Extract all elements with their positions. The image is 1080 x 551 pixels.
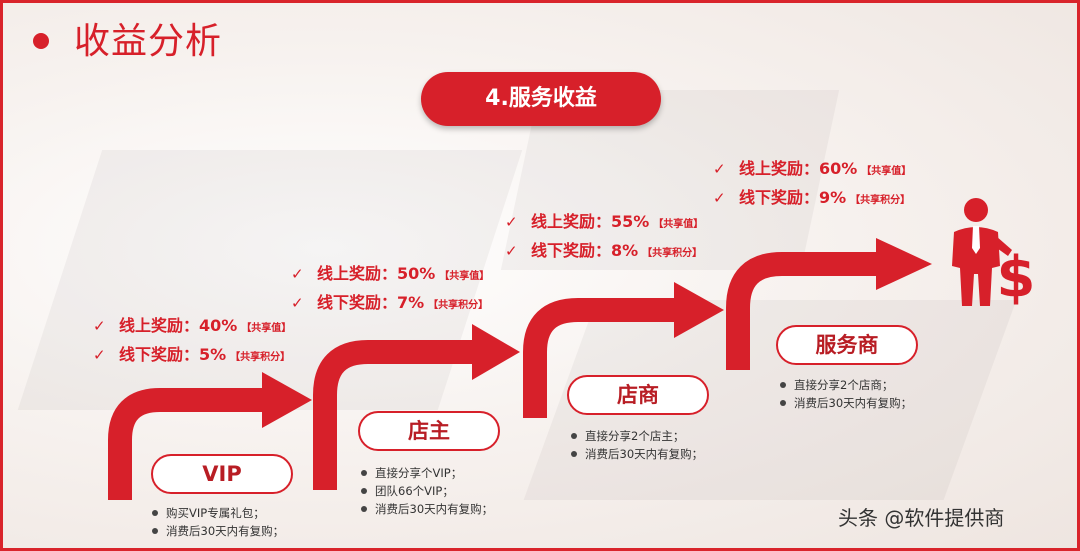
requirement-item: 消费后30天内有复购； bbox=[375, 502, 494, 516]
arrow-head-provider bbox=[876, 238, 932, 290]
online-reward: 线上奖励：50% bbox=[317, 264, 436, 283]
arrow-shopkeeper bbox=[313, 340, 478, 490]
arrow-head-vip bbox=[262, 372, 312, 428]
bullet-icon bbox=[361, 470, 367, 476]
offline-reward-note: 【共享积分】 bbox=[642, 248, 703, 259]
bullet-icon bbox=[780, 400, 786, 406]
requirement-item: 购买VIP专属礼包； bbox=[166, 506, 265, 520]
requirement-item: 消费后30天内有复购； bbox=[794, 396, 913, 410]
arrow-head-store bbox=[674, 282, 724, 338]
check-icon: ✓ bbox=[713, 160, 726, 178]
stage-label-vip: VIP bbox=[151, 454, 293, 494]
bullet-icon bbox=[361, 506, 367, 512]
page-title: 收益分析 bbox=[74, 21, 223, 62]
online-reward-note: 【共享值】 bbox=[439, 271, 490, 282]
check-icon: ✓ bbox=[93, 346, 106, 364]
title-bullet bbox=[33, 33, 49, 49]
stage-label-provider: 服务商 bbox=[776, 325, 918, 365]
online-reward-note: 【共享值】 bbox=[653, 219, 704, 230]
arrow-head-shopkeeper bbox=[472, 324, 520, 380]
online-reward-note: 【共享值】 bbox=[241, 323, 292, 334]
section-label: 4.服务收益 bbox=[421, 72, 661, 126]
bullet-icon bbox=[571, 451, 577, 457]
watermark: 头条 @软件提供商 bbox=[838, 506, 1005, 530]
offline-reward-note: 【共享积分】 bbox=[428, 300, 489, 311]
offline-reward: 线下奖励：5% bbox=[119, 345, 227, 364]
check-icon: ✓ bbox=[505, 242, 518, 260]
online-reward-note: 【共享值】 bbox=[861, 166, 912, 177]
bullet-icon bbox=[571, 433, 577, 439]
requirement-item: 消费后30天内有复购； bbox=[585, 447, 704, 461]
requirement-item: 直接分享2个店主； bbox=[585, 429, 685, 443]
bullet-icon bbox=[152, 510, 158, 516]
offline-reward: 线下奖励：9% bbox=[739, 188, 847, 207]
bullet-icon bbox=[780, 382, 786, 388]
dollar-icon: $ bbox=[997, 245, 1036, 310]
reward-block-vip: ✓ 线上奖励：40%【共享值】 ✓ 线下奖励：5%【共享积分】 bbox=[93, 313, 291, 371]
requirement-item: 消费后30天内有复购； bbox=[166, 524, 285, 538]
offline-reward-note: 【共享积分】 bbox=[850, 195, 911, 206]
requirements-shopkeeper: 直接分享个VIP； 团队66个VIP； 消费后30天内有复购； bbox=[361, 464, 493, 518]
arrow-vip bbox=[108, 388, 268, 500]
bullet-icon bbox=[152, 528, 158, 534]
reward-block-provider: ✓ 线上奖励：60%【共享值】 ✓ 线下奖励：9%【共享积分】 bbox=[713, 156, 911, 214]
businessman-icon: $ bbox=[946, 196, 1036, 315]
check-icon: ✓ bbox=[291, 265, 304, 283]
requirements-store: 直接分享2个店主； 消费后30天内有复购； bbox=[571, 427, 703, 463]
offline-reward-note: 【共享积分】 bbox=[230, 352, 291, 363]
bullet-icon bbox=[361, 488, 367, 494]
stage-label-shopkeeper: 店主 bbox=[358, 411, 500, 451]
offline-reward: 线下奖励：7% bbox=[317, 293, 425, 312]
arrow-provider bbox=[726, 252, 882, 370]
check-icon: ✓ bbox=[505, 213, 518, 231]
offline-reward: 线下奖励：8% bbox=[531, 241, 639, 260]
requirements-provider: 直接分享2个店商； 消费后30天内有复购； bbox=[780, 376, 912, 412]
requirements-vip: 购买VIP专属礼包； 消费后30天内有复购； bbox=[152, 504, 284, 540]
check-icon: ✓ bbox=[713, 189, 726, 207]
arrow-store bbox=[523, 298, 680, 418]
online-reward: 线上奖励：40% bbox=[119, 316, 238, 335]
stage-label-store: 店商 bbox=[567, 375, 709, 415]
requirement-item: 直接分享个VIP； bbox=[375, 466, 463, 480]
requirement-item: 团队66个VIP； bbox=[375, 484, 454, 498]
reward-block-shopkeeper: ✓ 线上奖励：50%【共享值】 ✓ 线下奖励：7%【共享积分】 bbox=[291, 261, 489, 319]
check-icon: ✓ bbox=[291, 294, 304, 312]
check-icon: ✓ bbox=[93, 317, 106, 335]
online-reward: 线上奖励：60% bbox=[739, 159, 858, 178]
requirement-item: 直接分享2个店商； bbox=[794, 378, 894, 392]
reward-block-store: ✓ 线上奖励：55%【共享值】 ✓ 线下奖励：8%【共享积分】 bbox=[505, 209, 703, 267]
online-reward: 线上奖励：55% bbox=[531, 212, 650, 231]
